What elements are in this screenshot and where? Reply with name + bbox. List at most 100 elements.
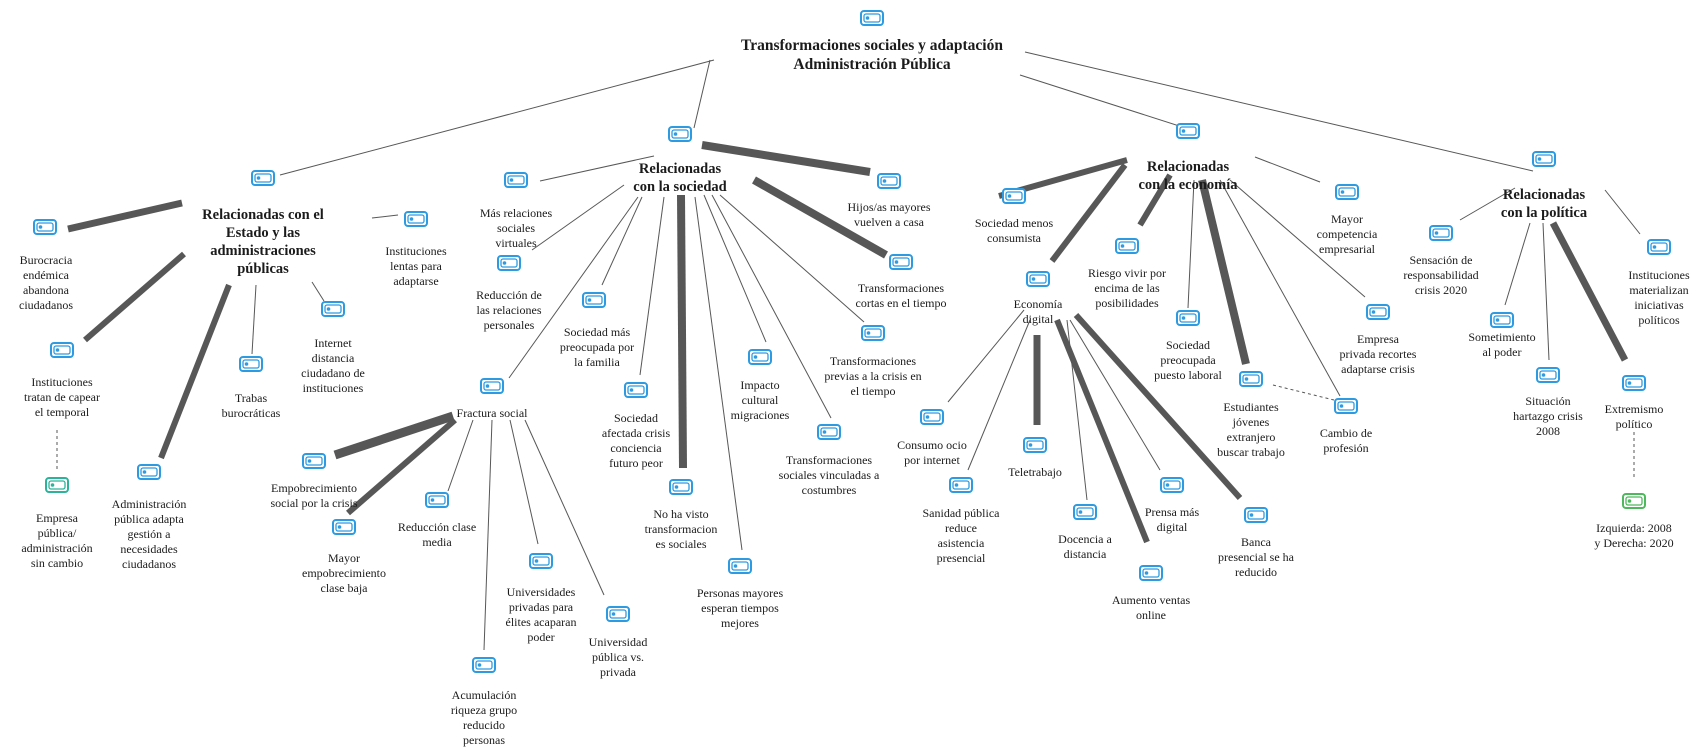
- trabas-link-icon[interactable]: [239, 356, 263, 372]
- internet-distancia-link-icon[interactable]: [321, 301, 345, 317]
- connector-line: [1549, 221, 1629, 362]
- empresa-publica-link-icon[interactable]: [45, 477, 69, 493]
- teletrabajo-link-icon[interactable]: [1023, 437, 1047, 453]
- connector-line: [1024, 51, 1534, 172]
- personas-mayores-link-icon[interactable]: [728, 558, 752, 574]
- sociedad-link-icon[interactable]: [668, 126, 692, 142]
- prensa-link-icon[interactable]: [1160, 477, 1184, 493]
- docencia-link-icon[interactable]: [1073, 504, 1097, 520]
- preocupada-familia-link-icon[interactable]: [582, 292, 606, 308]
- teletrabajo-node-label: Teletrabajo: [1008, 465, 1062, 479]
- connector-line: [693, 59, 711, 129]
- admin-adapta-link-icon[interactable]: [137, 464, 161, 480]
- instituciones-temporal-link-icon[interactable]: [50, 342, 74, 358]
- reduccion-relaciones-link-icon[interactable]: [497, 255, 521, 271]
- connector-line: [1254, 156, 1321, 183]
- connector-line: [346, 417, 457, 516]
- sometimiento-link-icon[interactable]: [1490, 312, 1514, 328]
- reduccion-clase-link-icon[interactable]: [425, 492, 449, 508]
- consumo-ocio-link-icon[interactable]: [920, 409, 944, 425]
- sanidad-link-icon[interactable]: [949, 477, 973, 493]
- hartazgo-link-icon[interactable]: [1536, 367, 1560, 383]
- previas-link-icon[interactable]: [861, 325, 885, 341]
- no-visto-link-icon[interactable]: [669, 479, 693, 495]
- banca-link-icon[interactable]: [1244, 507, 1268, 523]
- competencia-link-icon[interactable]: [1335, 184, 1359, 200]
- aumento-ventas-link-icon[interactable]: [1139, 565, 1163, 581]
- root-link-icon[interactable]: [860, 10, 884, 26]
- connector-line: [1229, 179, 1366, 298]
- empobrecimiento-link-icon[interactable]: [302, 453, 326, 469]
- afectada-link-icon[interactable]: [624, 382, 648, 398]
- connector-line: [1187, 179, 1195, 309]
- inst-materializan-link-icon[interactable]: [1647, 239, 1671, 255]
- fractura-link-icon[interactable]: [480, 378, 504, 394]
- hijos-link-icon[interactable]: [877, 173, 901, 189]
- politica-link-icon[interactable]: [1532, 151, 1556, 167]
- connector-line: [703, 194, 767, 343]
- empresa-privada-link-icon[interactable]: [1366, 304, 1390, 320]
- acumulacion-link-icon[interactable]: [472, 657, 496, 673]
- univ-privadas-link-icon[interactable]: [529, 553, 553, 569]
- instituciones-lentas-link-icon[interactable]: [404, 211, 428, 227]
- estudiantes-link-icon[interactable]: [1239, 371, 1263, 387]
- fractura-node-label: Fractura social: [456, 406, 528, 420]
- economia-digital-link-icon[interactable]: [1026, 271, 1050, 287]
- connector-line: [701, 141, 871, 176]
- connector-line: [371, 214, 399, 219]
- connector-line: [694, 196, 743, 551]
- connector-line: [1069, 319, 1161, 471]
- connector-line: [1504, 222, 1531, 306]
- menos-consumista-link-icon[interactable]: [1002, 188, 1026, 204]
- mas-relaciones-link-icon[interactable]: [504, 172, 528, 188]
- connector-line: [524, 419, 605, 596]
- responsabilidad-link-icon[interactable]: [1429, 225, 1453, 241]
- estado-link-icon[interactable]: [251, 170, 275, 186]
- impacto-link-icon[interactable]: [748, 349, 772, 365]
- cambio-profesion-link-icon[interactable]: [1334, 398, 1358, 414]
- cortas-link-icon[interactable]: [889, 254, 913, 270]
- connector-line: [83, 251, 186, 343]
- preocupada-laboral-link-icon[interactable]: [1176, 310, 1200, 326]
- connector-line: [483, 419, 493, 651]
- economia-link-icon[interactable]: [1176, 123, 1200, 139]
- mayor-empobrecimiento-link-icon[interactable]: [332, 519, 356, 535]
- univ-publica-link-icon[interactable]: [606, 606, 630, 622]
- burocracia-link-icon[interactable]: [33, 219, 57, 235]
- vinculadas-link-icon[interactable]: [817, 424, 841, 440]
- izquierda-link-icon[interactable]: [1622, 493, 1646, 509]
- extremismo-link-icon[interactable]: [1622, 375, 1646, 391]
- riesgo-link-icon[interactable]: [1115, 238, 1139, 254]
